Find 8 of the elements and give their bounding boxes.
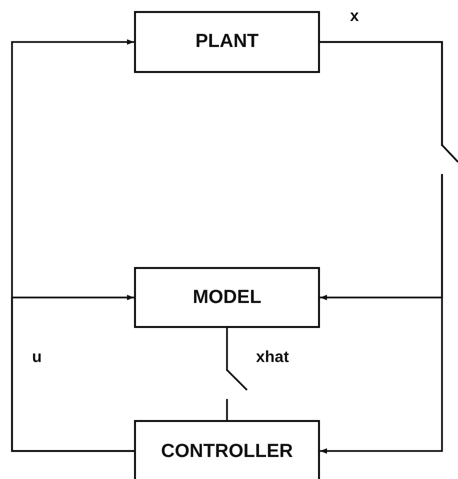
- block-label: CONTROLLER: [161, 441, 293, 463]
- process-box: [134, 267, 320, 328]
- process-box: [134, 11, 320, 73]
- block-label: MODEL: [192, 286, 262, 308]
- block-label: PLANT: [195, 31, 259, 53]
- arrow: [11, 294, 134, 452]
- process-box: [134, 420, 320, 479]
- arrow: [320, 41, 443, 454]
